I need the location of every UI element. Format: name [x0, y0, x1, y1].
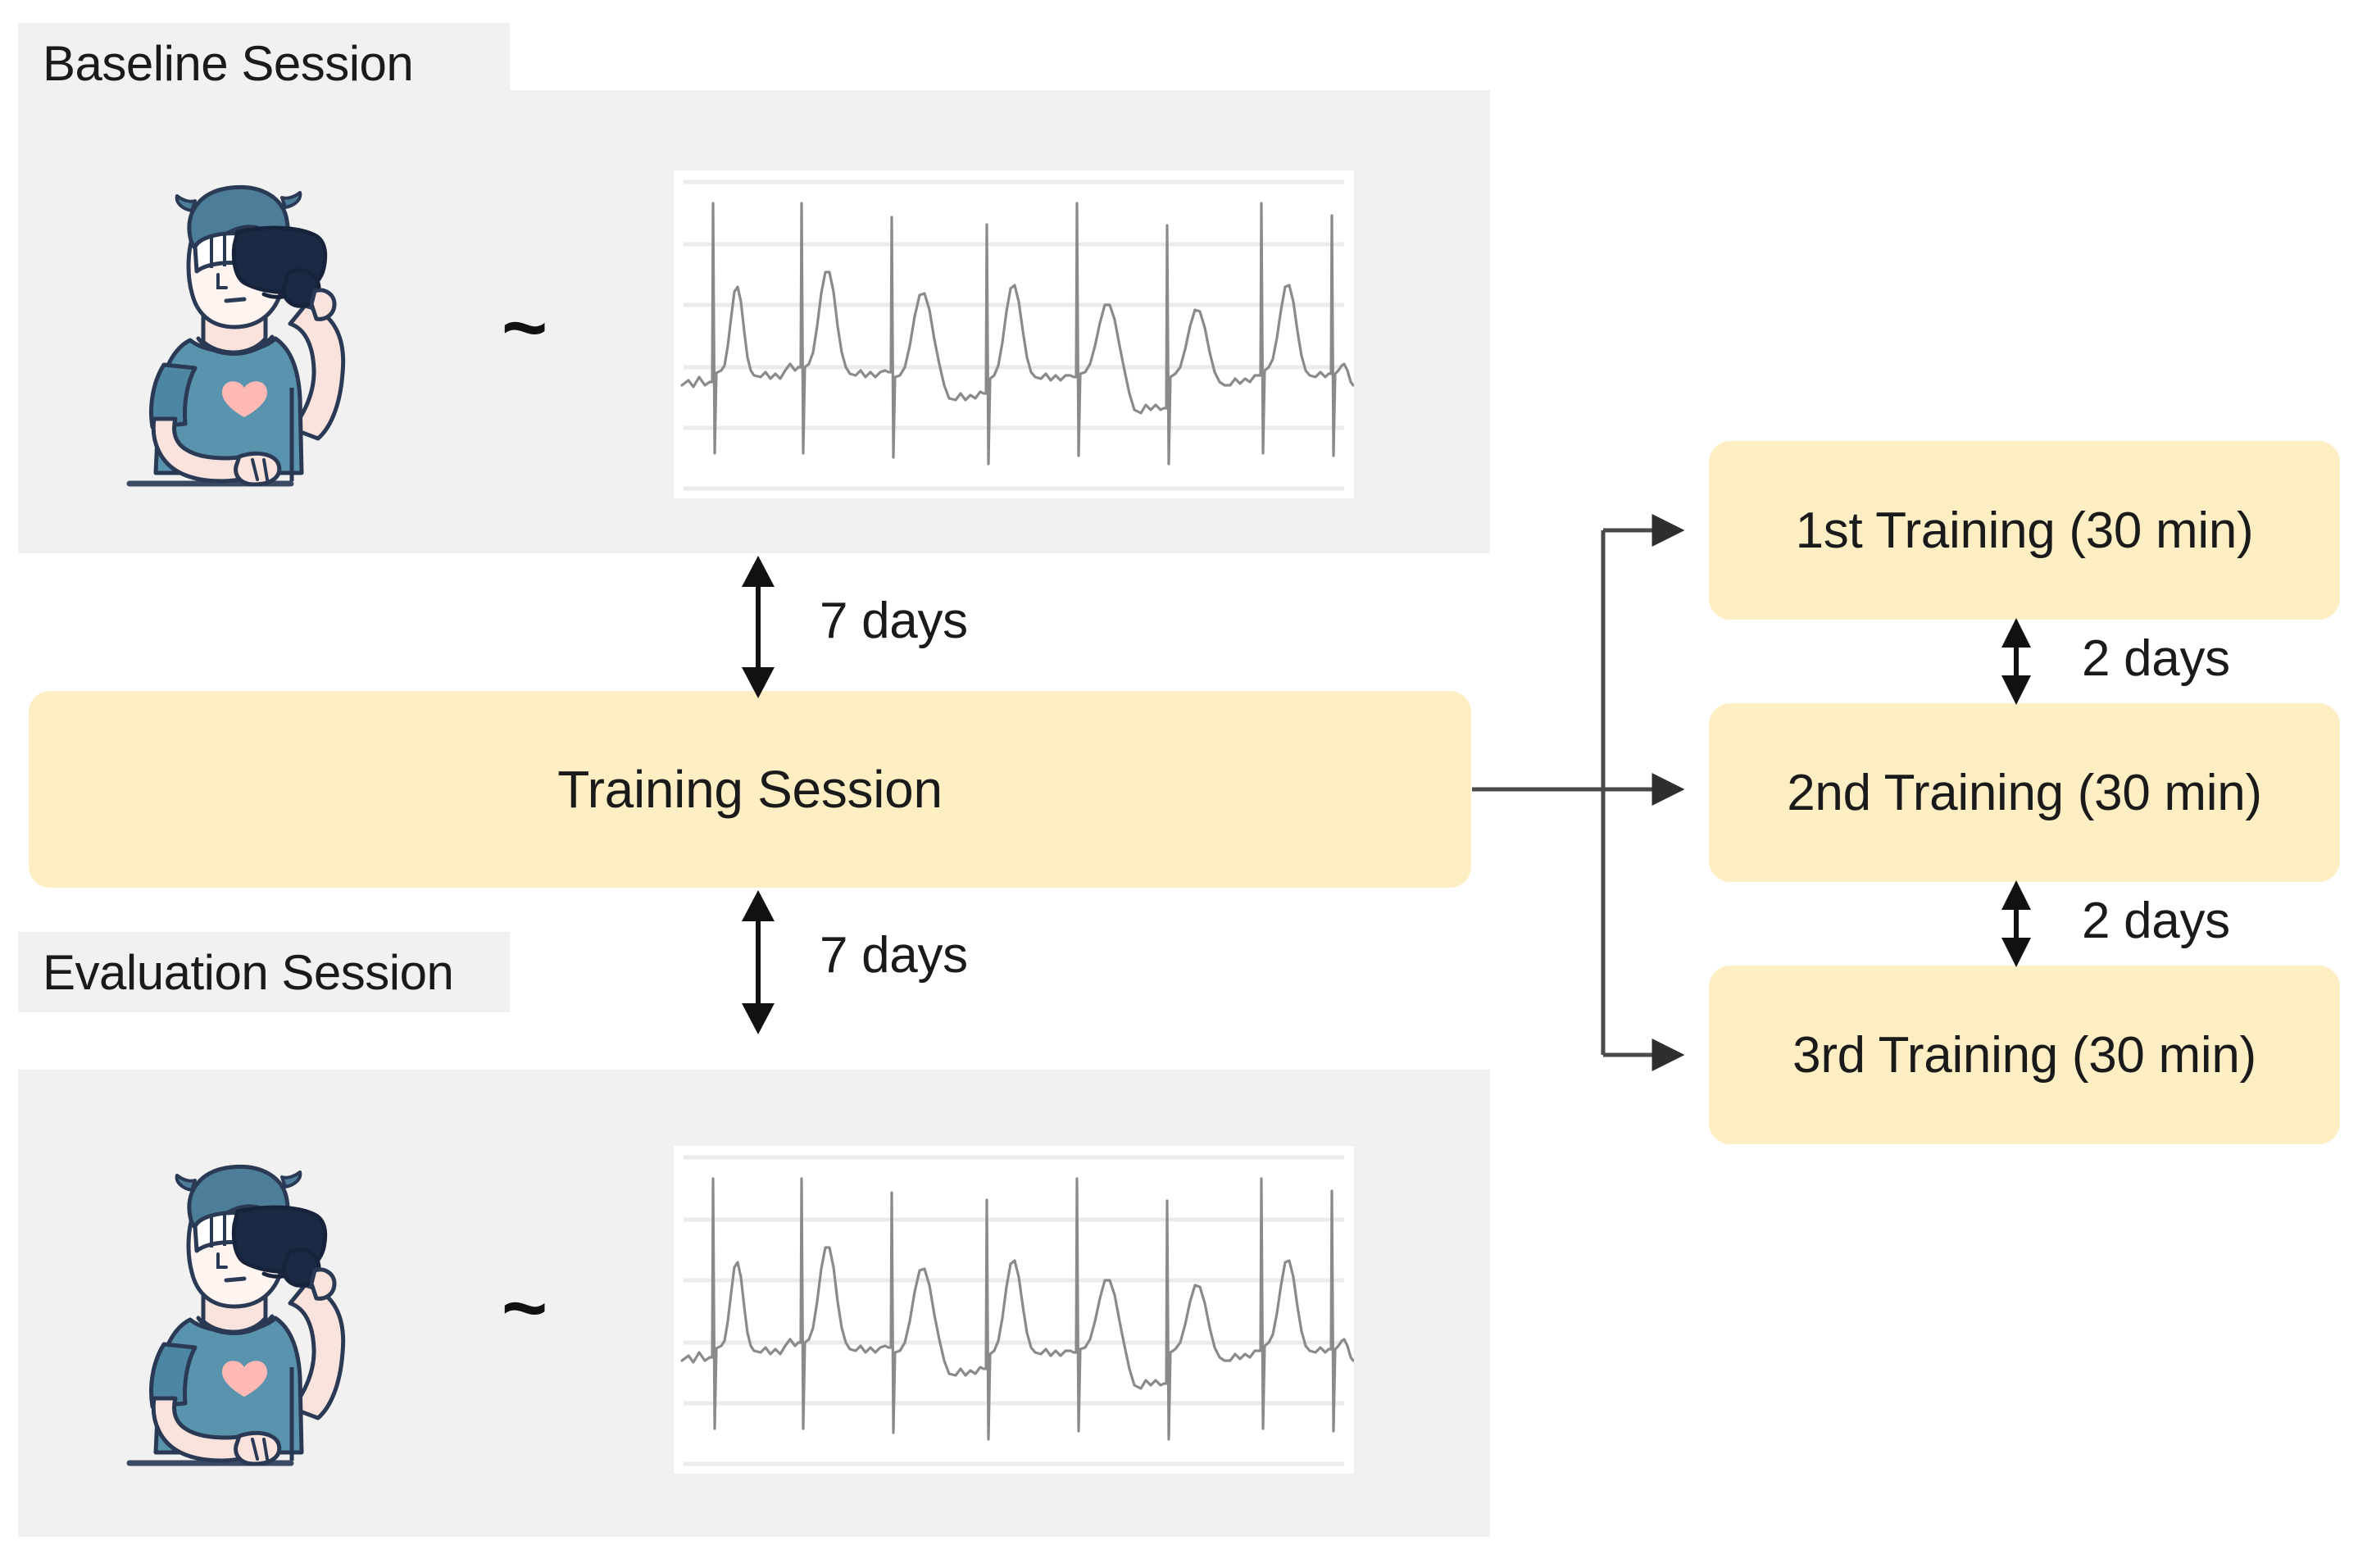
training-session-branch-connector [1472, 514, 1685, 1071]
training-session-label: Training Session [557, 760, 943, 819]
training-block-second[interactable]: 2nd Training (30 min) [1709, 703, 2340, 882]
training-block-third[interactable]: 3rd Training (30 min) [1709, 966, 2340, 1144]
ecg-waveform-svg [674, 1146, 1354, 1474]
baseline-relation-tilde: ~ [502, 284, 548, 371]
training-block-second-label: 2nd Training (30 min) [1787, 764, 2262, 821]
interval-arrow-first-to-second [2001, 618, 2031, 705]
training-block-first[interactable]: 1st Training (30 min) [1709, 441, 2340, 620]
training-block-third-label: 3rd Training (30 min) [1792, 1026, 2256, 1084]
ecg-waveform-svg [674, 170, 1354, 498]
evaluation-session-label-tab: Evaluation Session [18, 932, 510, 1012]
training-block-first-label: 1st Training (30 min) [1795, 502, 2254, 559]
interval-label-baseline-to-training: 7 days [820, 593, 968, 649]
evaluation-avatar [115, 1148, 369, 1484]
interval-arrow-baseline-to-training [742, 556, 775, 698]
baseline-ecg-card [674, 170, 1354, 498]
interval-arrow-second-to-third [2001, 880, 2031, 967]
interval-label-first-to-second: 2 days [2082, 630, 2230, 687]
baseline-session-label: Baseline Session [43, 35, 414, 91]
interval-arrow-training-to-evaluation [742, 890, 775, 1034]
interval-label-second-to-third: 2 days [2082, 893, 2230, 949]
evaluation-relation-tilde: ~ [502, 1264, 548, 1352]
evaluation-session-label: Evaluation Session [43, 944, 454, 1000]
baseline-avatar [115, 168, 369, 504]
evaluation-ecg-card [674, 1146, 1354, 1474]
training-session-box[interactable]: Training Session [29, 691, 1471, 888]
interval-label-training-to-evaluation: 7 days [820, 927, 968, 984]
baseline-session-label-tab: Baseline Session [18, 23, 510, 103]
